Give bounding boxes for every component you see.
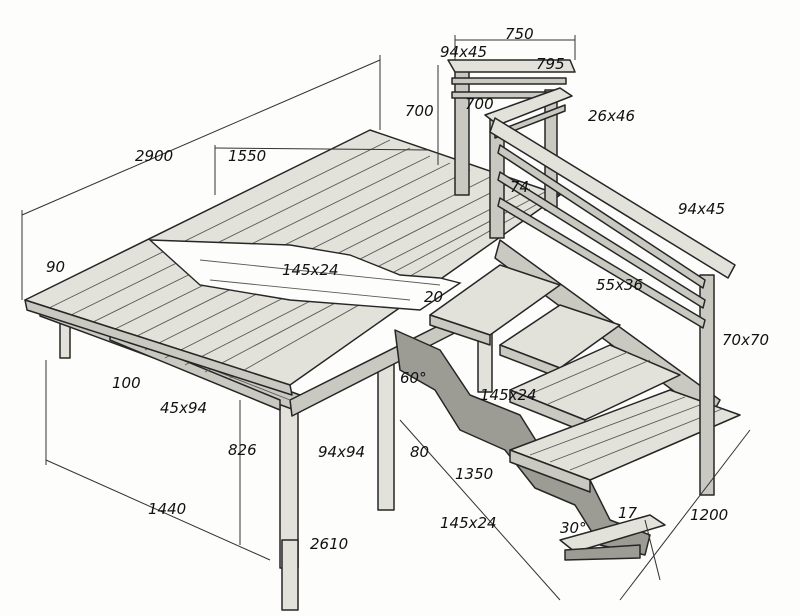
stair-handrail <box>489 117 736 496</box>
handrail-bar-3 <box>497 197 706 329</box>
bottom-step <box>559 514 666 553</box>
label-80: 80 <box>410 443 429 461</box>
label-30deg: 30° <box>560 519 587 537</box>
dimension-labels: 750 94x45 795 700 700 26x46 2900 1550 74… <box>46 25 769 553</box>
stringer-left <box>394 329 651 556</box>
handrail-bar-2 <box>497 171 706 309</box>
post-footing-front-mid <box>281 539 299 611</box>
label-70x70: 70x70 <box>722 331 769 349</box>
label-1200: 1200 <box>690 506 728 524</box>
label-94x45-rail: 94x45 <box>678 200 725 218</box>
label-700-b: 700 <box>465 95 494 113</box>
label-700-a: 700 <box>405 102 434 120</box>
dimension-lines <box>21 35 751 601</box>
label-2900: 2900 <box>135 147 173 165</box>
deck-cutaway <box>148 239 462 311</box>
label-17: 17 <box>618 504 638 522</box>
label-100: 100 <box>112 374 141 392</box>
label-94x45-top: 94x45 <box>440 43 487 61</box>
label-90: 90 <box>46 258 65 276</box>
tread-1-front <box>429 314 491 346</box>
label-94x94: 94x94 <box>318 443 365 461</box>
top-rail-back <box>447 59 576 73</box>
label-2610: 2610 <box>310 535 348 553</box>
label-795: 795 <box>536 55 565 73</box>
label-750: 750 <box>505 25 534 43</box>
label-45x94: 45x94 <box>160 399 207 417</box>
label-1440: 1440 <box>148 500 186 518</box>
label-55x36: 55x36 <box>596 276 643 294</box>
tread-4-front <box>509 449 591 493</box>
label-145x24-step: 145x24 <box>480 386 537 404</box>
back-bar-1 <box>451 77 567 85</box>
label-145x24-deck: 145x24 <box>282 261 339 279</box>
label-1550: 1550 <box>228 147 266 165</box>
stair-treads <box>429 264 741 561</box>
label-74: 74 <box>510 178 529 196</box>
deck-posts <box>59 317 493 611</box>
post-mid-right <box>377 359 395 511</box>
rail-post-70x70 <box>699 274 715 496</box>
label-26x46: 26x46 <box>588 107 635 125</box>
handrail-bar-1 <box>497 144 706 289</box>
label-20: 20 <box>424 288 443 306</box>
label-60deg: 60° <box>400 369 427 387</box>
label-1350: 1350 <box>455 465 493 483</box>
deck-boards <box>24 129 561 396</box>
bottom-pad <box>564 544 641 561</box>
label-145x24-low: 145x24 <box>440 514 497 532</box>
handrail-94x45 <box>489 117 736 279</box>
label-826: 826 <box>228 441 257 459</box>
deck-front-edge <box>24 299 293 396</box>
